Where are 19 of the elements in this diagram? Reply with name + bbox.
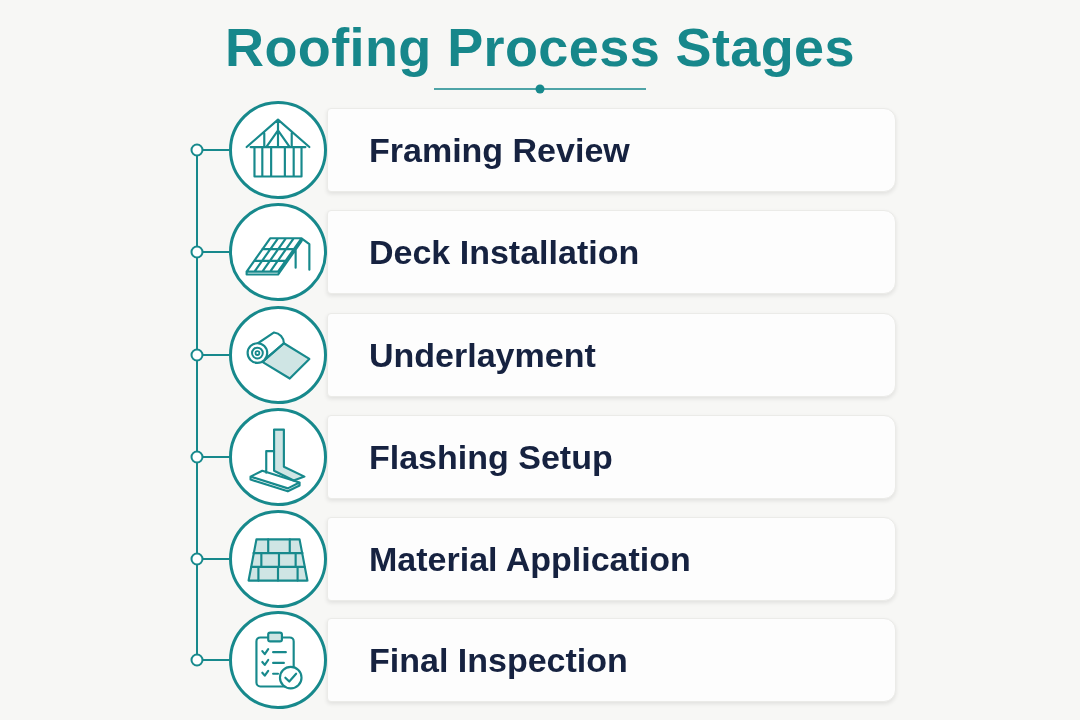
stage-title: Framing Review [369, 130, 630, 170]
stage-title: Final Inspection [369, 640, 628, 680]
stage-card [327, 517, 896, 601]
stage-card [327, 108, 896, 192]
stage-title: Flashing Setup [369, 437, 613, 477]
stage-card [327, 415, 896, 499]
stage-card [327, 618, 896, 702]
stage-card [327, 210, 896, 294]
stage-title: Underlayment [369, 335, 596, 375]
stage-card [327, 313, 896, 397]
title: Roofing Process Stages [225, 17, 855, 77]
l-bracket-icon [228, 407, 328, 507]
stage-title: Deck Installation [369, 232, 640, 272]
roof-truss-icon [228, 100, 328, 200]
material-roll-icon [228, 305, 328, 405]
roof-tiles-icon [228, 509, 328, 609]
stage-title: Material Application [369, 539, 691, 579]
clipboard-check-icon [228, 610, 328, 710]
grid-panel-icon [228, 202, 328, 302]
